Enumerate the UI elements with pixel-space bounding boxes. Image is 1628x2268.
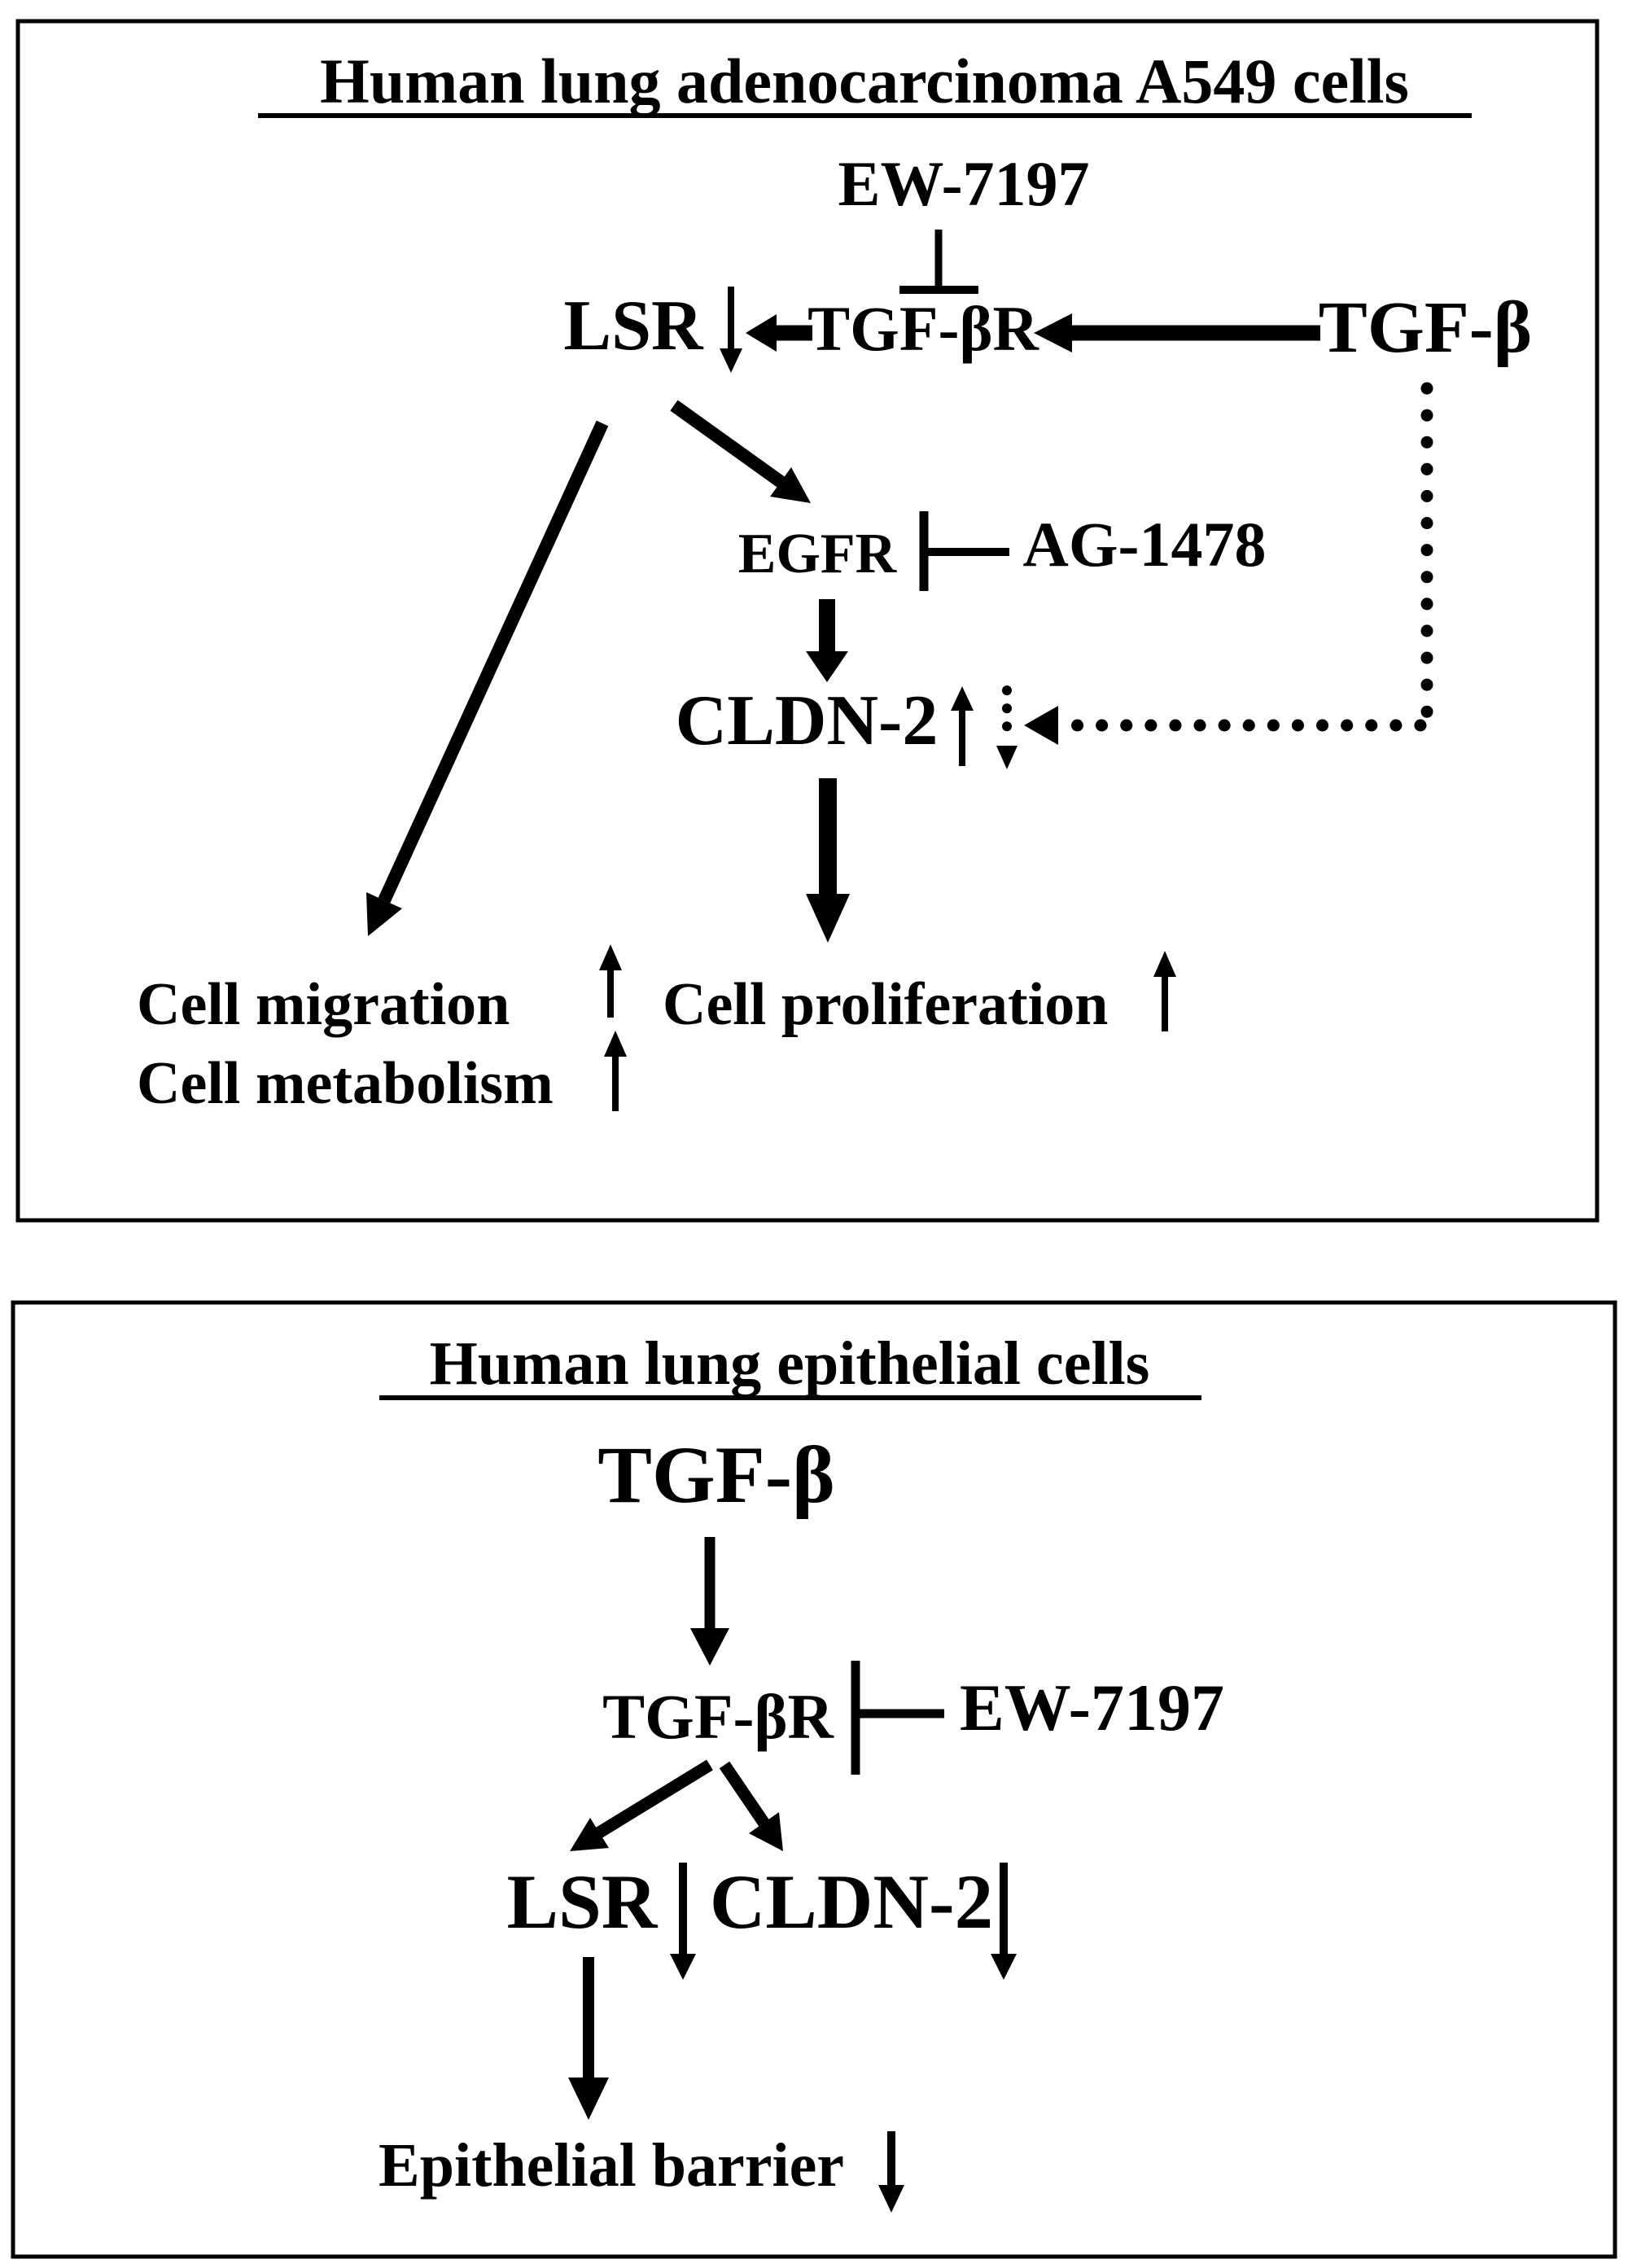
panel-1-border: [15, 19, 1600, 1223]
node-epithelial-barrier: Epithelial barrier: [379, 2131, 844, 2200]
arrow-tgfb-to-tgfbr: [1034, 313, 1320, 352]
node-ew7197: EW-7197: [838, 148, 1089, 219]
node-cell-migration: Cell migration: [137, 971, 510, 1038]
dotted-arrow-tgfb-to-cldn2: [1024, 382, 1433, 745]
node-lsr-2: LSR: [507, 1859, 659, 1945]
indicator-migration-up-arrow: [599, 944, 622, 1018]
arrow-tgfbr-to-cldn2-2: [719, 1761, 783, 1851]
arrow-lsr2-to-barrier: [568, 1957, 609, 2120]
indicator-proliferation-up-arrow: [1153, 951, 1176, 1031]
indicator-metabolism-up-arrow: [604, 1031, 627, 1111]
inhibit-ew7197-tgfbr-2: [851, 1661, 944, 1775]
node-tgfb-2: TGF-β: [597, 1430, 835, 1520]
node-cell-proliferation: Cell proliferation: [663, 971, 1108, 1038]
node-cldn2: CLDN-2: [676, 681, 939, 760]
panel-2: Human lung epithelial cells TGF-β TGF-βR…: [11, 1300, 1617, 2259]
indicator-cldn2-2-down-arrow: [991, 1863, 1017, 1980]
node-cldn2-2: CLDN-2: [710, 1859, 993, 1945]
node-tgfb: TGF-β: [1319, 287, 1532, 368]
arrow-egfr-to-cldn2: [806, 599, 848, 682]
node-ew7197-2: EW-7197: [960, 1670, 1224, 1745]
panel-2-border: [11, 1300, 1617, 2259]
indicator-cldn2-dotted-down-arrow: [996, 685, 1017, 769]
inhibit-ew7197-tgfbr: [899, 230, 978, 294]
node-lsr: LSR: [563, 287, 704, 366]
arrow-lsr-to-egfr: [670, 400, 811, 503]
indicator-lsr-down-arrow: [720, 287, 742, 373]
indicator-cldn2-up-arrow: [951, 686, 974, 766]
arrow-tgfbr-to-lsr-2: [570, 1759, 713, 1851]
panel-1: Human lung adenocarcinoma A549 cells EW-…: [15, 19, 1600, 1223]
arrow-tgfb-to-tgfbr-2: [690, 1537, 729, 1666]
inhibit-ag1478-egfr: [919, 511, 1009, 591]
indicator-barrier-down-arrow: [878, 2131, 904, 2213]
node-ag1478: AG-1478: [1023, 509, 1267, 580]
node-tgfbr-2: TGF-βR: [602, 1681, 834, 1752]
indicator-lsr2-down-arrow: [670, 1863, 696, 1980]
node-cell-metabolism: Cell metabolism: [137, 1050, 554, 1117]
node-egfr: EGFR: [738, 523, 898, 585]
panel-2-title: Human lung epithelial cells: [430, 1329, 1150, 1398]
node-tgfbr: TGF-βR: [807, 293, 1039, 364]
panel-1-title: Human lung adenocarcinoma A549 cells: [320, 46, 1409, 116]
arrow-tgfbr-to-lsr: [746, 314, 812, 352]
arrow-cldn2-to-proliferation: [806, 778, 850, 943]
arrow-lsr-to-migration: [366, 420, 609, 936]
